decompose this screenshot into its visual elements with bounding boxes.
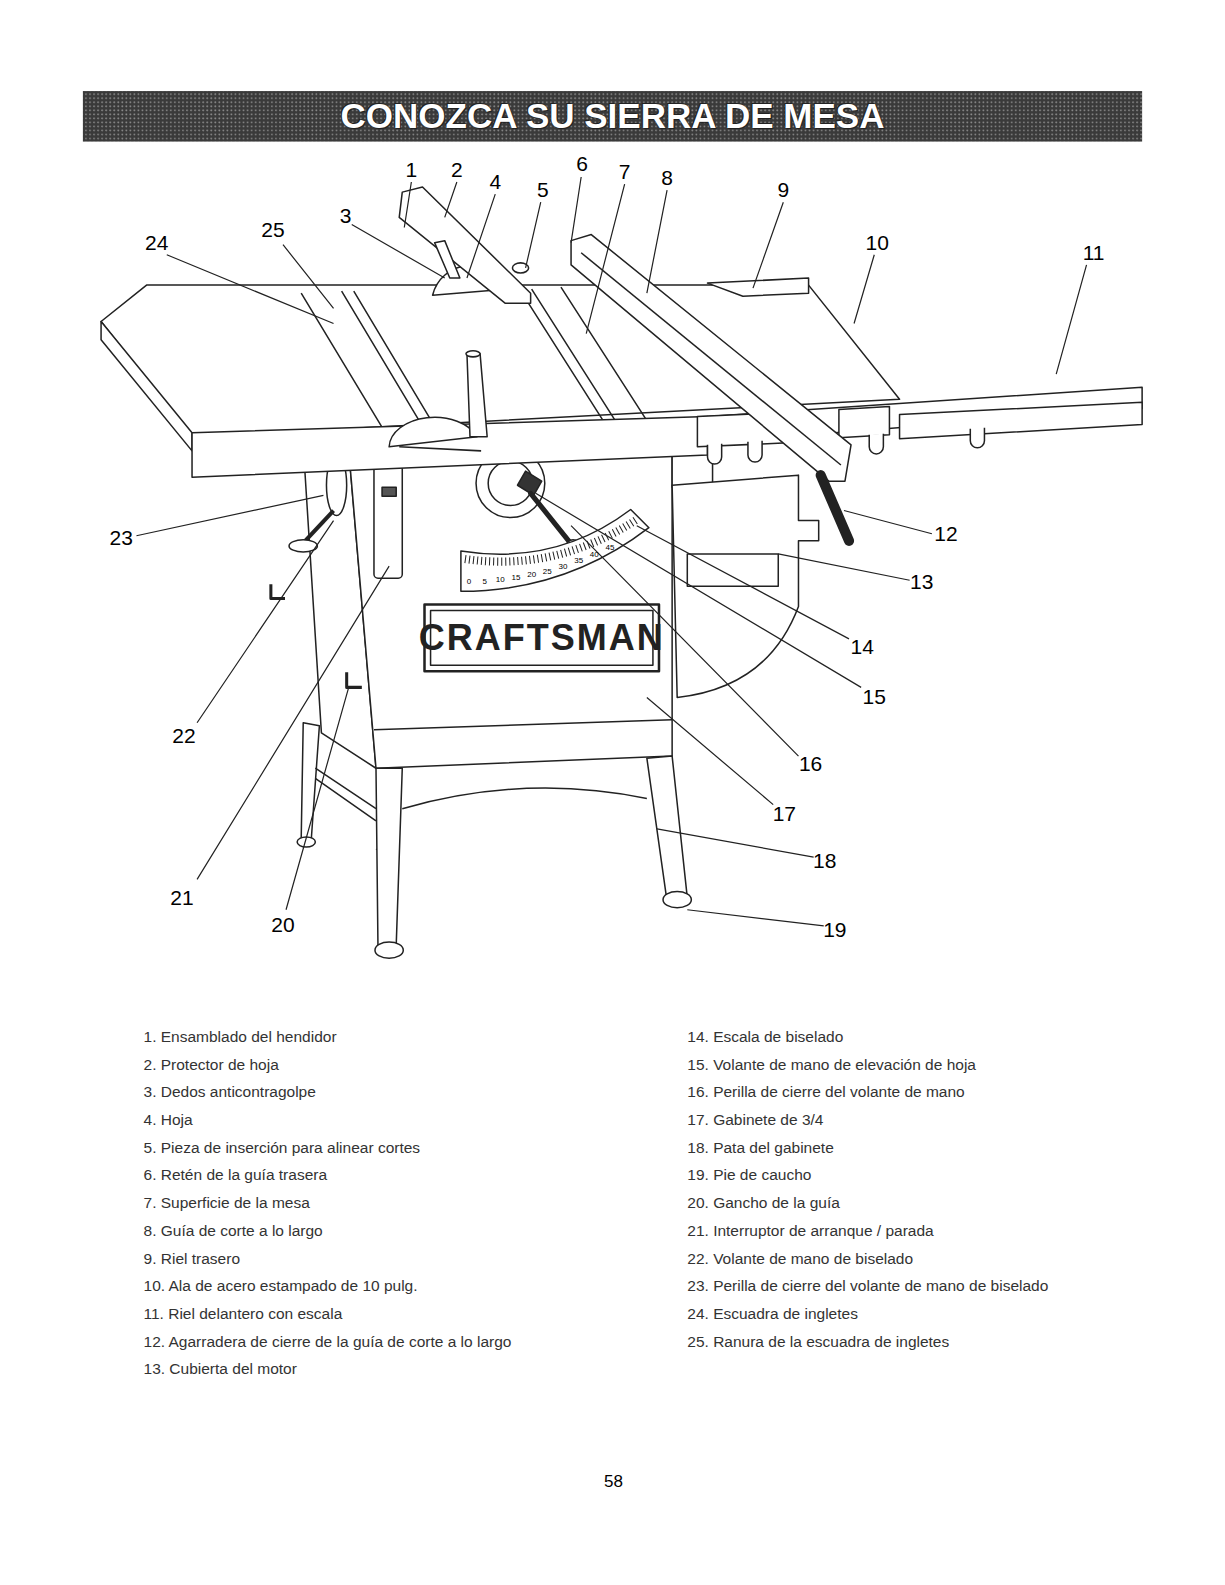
fence-line <box>581 253 841 465</box>
callout-number: 13 <box>910 571 933 594</box>
scale-number: 10 <box>496 576 505 585</box>
callout-number: 22 <box>172 724 195 747</box>
motor-plate <box>687 554 778 586</box>
scale-number: 20 <box>527 571 536 580</box>
scale-ticks <box>465 520 637 562</box>
wing-edge <box>101 322 192 451</box>
callout-number: 1 <box>406 158 418 181</box>
handwheel-handle <box>531 493 571 544</box>
callout-number: 10 <box>866 231 889 254</box>
part-name: 23. Perilla de cierre del volante de man… <box>687 1278 1048 1295</box>
callout-number: 9 <box>777 178 789 201</box>
front-rail-tube <box>900 402 1143 438</box>
scale-number: 15 <box>512 574 521 583</box>
callout-number: 17 <box>773 802 796 825</box>
part-name: 25. Ranura de la escuadra de ingletes <box>687 1333 949 1350</box>
part-name: 2. Protector de hoja <box>144 1056 279 1073</box>
leg-arch <box>402 788 647 809</box>
cabinet-front <box>349 437 672 769</box>
callout-number: 2 <box>451 158 463 181</box>
callout-number: 24 <box>145 231 168 254</box>
callout-number: 6 <box>576 152 588 175</box>
part-name: 6. Retén de la guía trasera <box>144 1167 328 1184</box>
callout-number: 4 <box>489 170 501 193</box>
callout-number: 23 <box>110 526 133 549</box>
cabinet-band <box>374 720 672 730</box>
saw-drawing <box>101 187 1142 958</box>
part-name: 17. Gabinete de 3/4 <box>687 1112 823 1129</box>
callout-number: 7 <box>619 160 631 183</box>
part-name: 18. Pata del gabinete <box>687 1139 834 1156</box>
scale-number: 45 <box>606 543 615 552</box>
rear-rail <box>708 278 809 296</box>
callout-number: 14 <box>850 635 873 658</box>
part-name: 19. Pie de caucho <box>687 1167 811 1184</box>
part-name: 12. Agarradera de cierre de la guía de c… <box>144 1333 512 1350</box>
scale-number: 0 <box>467 578 471 587</box>
part-name: 4. Hoja <box>144 1112 193 1129</box>
brand-logo: CRAFTSMAN <box>419 618 665 658</box>
switch-box <box>374 465 402 578</box>
part-name: 14. Escala de biselado <box>687 1028 843 1045</box>
rip-fence <box>571 235 851 482</box>
front-leg <box>376 768 402 950</box>
front-leg <box>647 756 687 902</box>
part-name: 8. Guía de corte a lo largo <box>144 1222 323 1239</box>
front-rail <box>192 417 707 478</box>
part-name: 21. Interruptor de arranque / parada <box>687 1222 933 1239</box>
miter-knob <box>466 351 480 357</box>
anti-kickback-fingers <box>435 241 460 278</box>
scale-number: 5 <box>482 577 486 586</box>
fence-hook <box>271 584 362 687</box>
callout-number: 3 <box>340 205 352 228</box>
scale-number: 30 <box>559 562 568 571</box>
fence-lock-handle <box>821 475 849 541</box>
callout-number: 16 <box>799 753 822 776</box>
scale-number: 35 <box>574 557 583 566</box>
part-name: 13. Cubierta del motor <box>144 1361 297 1378</box>
callout-number: 20 <box>271 913 294 936</box>
miter-bar <box>399 447 481 451</box>
callout-number: 8 <box>661 166 673 189</box>
bevel-scale <box>461 509 649 591</box>
scale-number: 40 <box>590 551 599 560</box>
part-name: 15. Volante de mano de elevación de hoja <box>687 1056 976 1073</box>
part-name: 10. Ala de acero estampado de 10 pulg. <box>144 1278 418 1295</box>
bevel-handle <box>305 511 333 541</box>
scale-number: 25 <box>543 567 552 576</box>
part-name: 16. Perilla de cierre del volante de man… <box>687 1084 964 1101</box>
motor-cover <box>672 475 819 697</box>
callout-number: 12 <box>934 522 957 545</box>
rubber-foot <box>375 942 403 958</box>
callout-number: 15 <box>863 686 886 709</box>
leg-brace <box>315 768 384 852</box>
callout-number: 25 <box>261 219 284 242</box>
part-name: 24. Escuadra de ingletes <box>687 1305 858 1322</box>
callout-number: 19 <box>823 918 846 941</box>
part-name: 3. Dedos anticontragolpe <box>144 1084 316 1101</box>
part-name: 22. Volante de mano de biselado <box>687 1250 913 1267</box>
leader-lines <box>136 177 1086 926</box>
callout-number: 5 <box>537 178 549 201</box>
part-name: 11. Riel delantero con escala <box>144 1305 343 1322</box>
page-title: CONOZCA SU SIERRA DE MESA <box>341 97 885 136</box>
callout-number: 11 <box>1083 241 1105 264</box>
page-number: 58 <box>604 1472 623 1491</box>
part-name: 7. Superficie de la mesa <box>144 1195 310 1212</box>
blade-guard <box>399 187 530 303</box>
part-name: 1. Ensamblado del hendidor <box>144 1028 337 1045</box>
switch-key <box>382 487 396 496</box>
rubber-foot <box>663 892 691 908</box>
part-name: 9. Riel trasero <box>144 1250 240 1267</box>
miter-gauge <box>389 417 477 447</box>
callout-number: 18 <box>813 850 836 873</box>
part-name: 5. Pieza de inserción para alinear corte… <box>144 1139 421 1156</box>
miter-handle <box>467 354 487 437</box>
title-band <box>83 91 1142 142</box>
callout-number: 21 <box>170 886 193 909</box>
part-name: 20. Gancho de la guía <box>687 1195 840 1212</box>
